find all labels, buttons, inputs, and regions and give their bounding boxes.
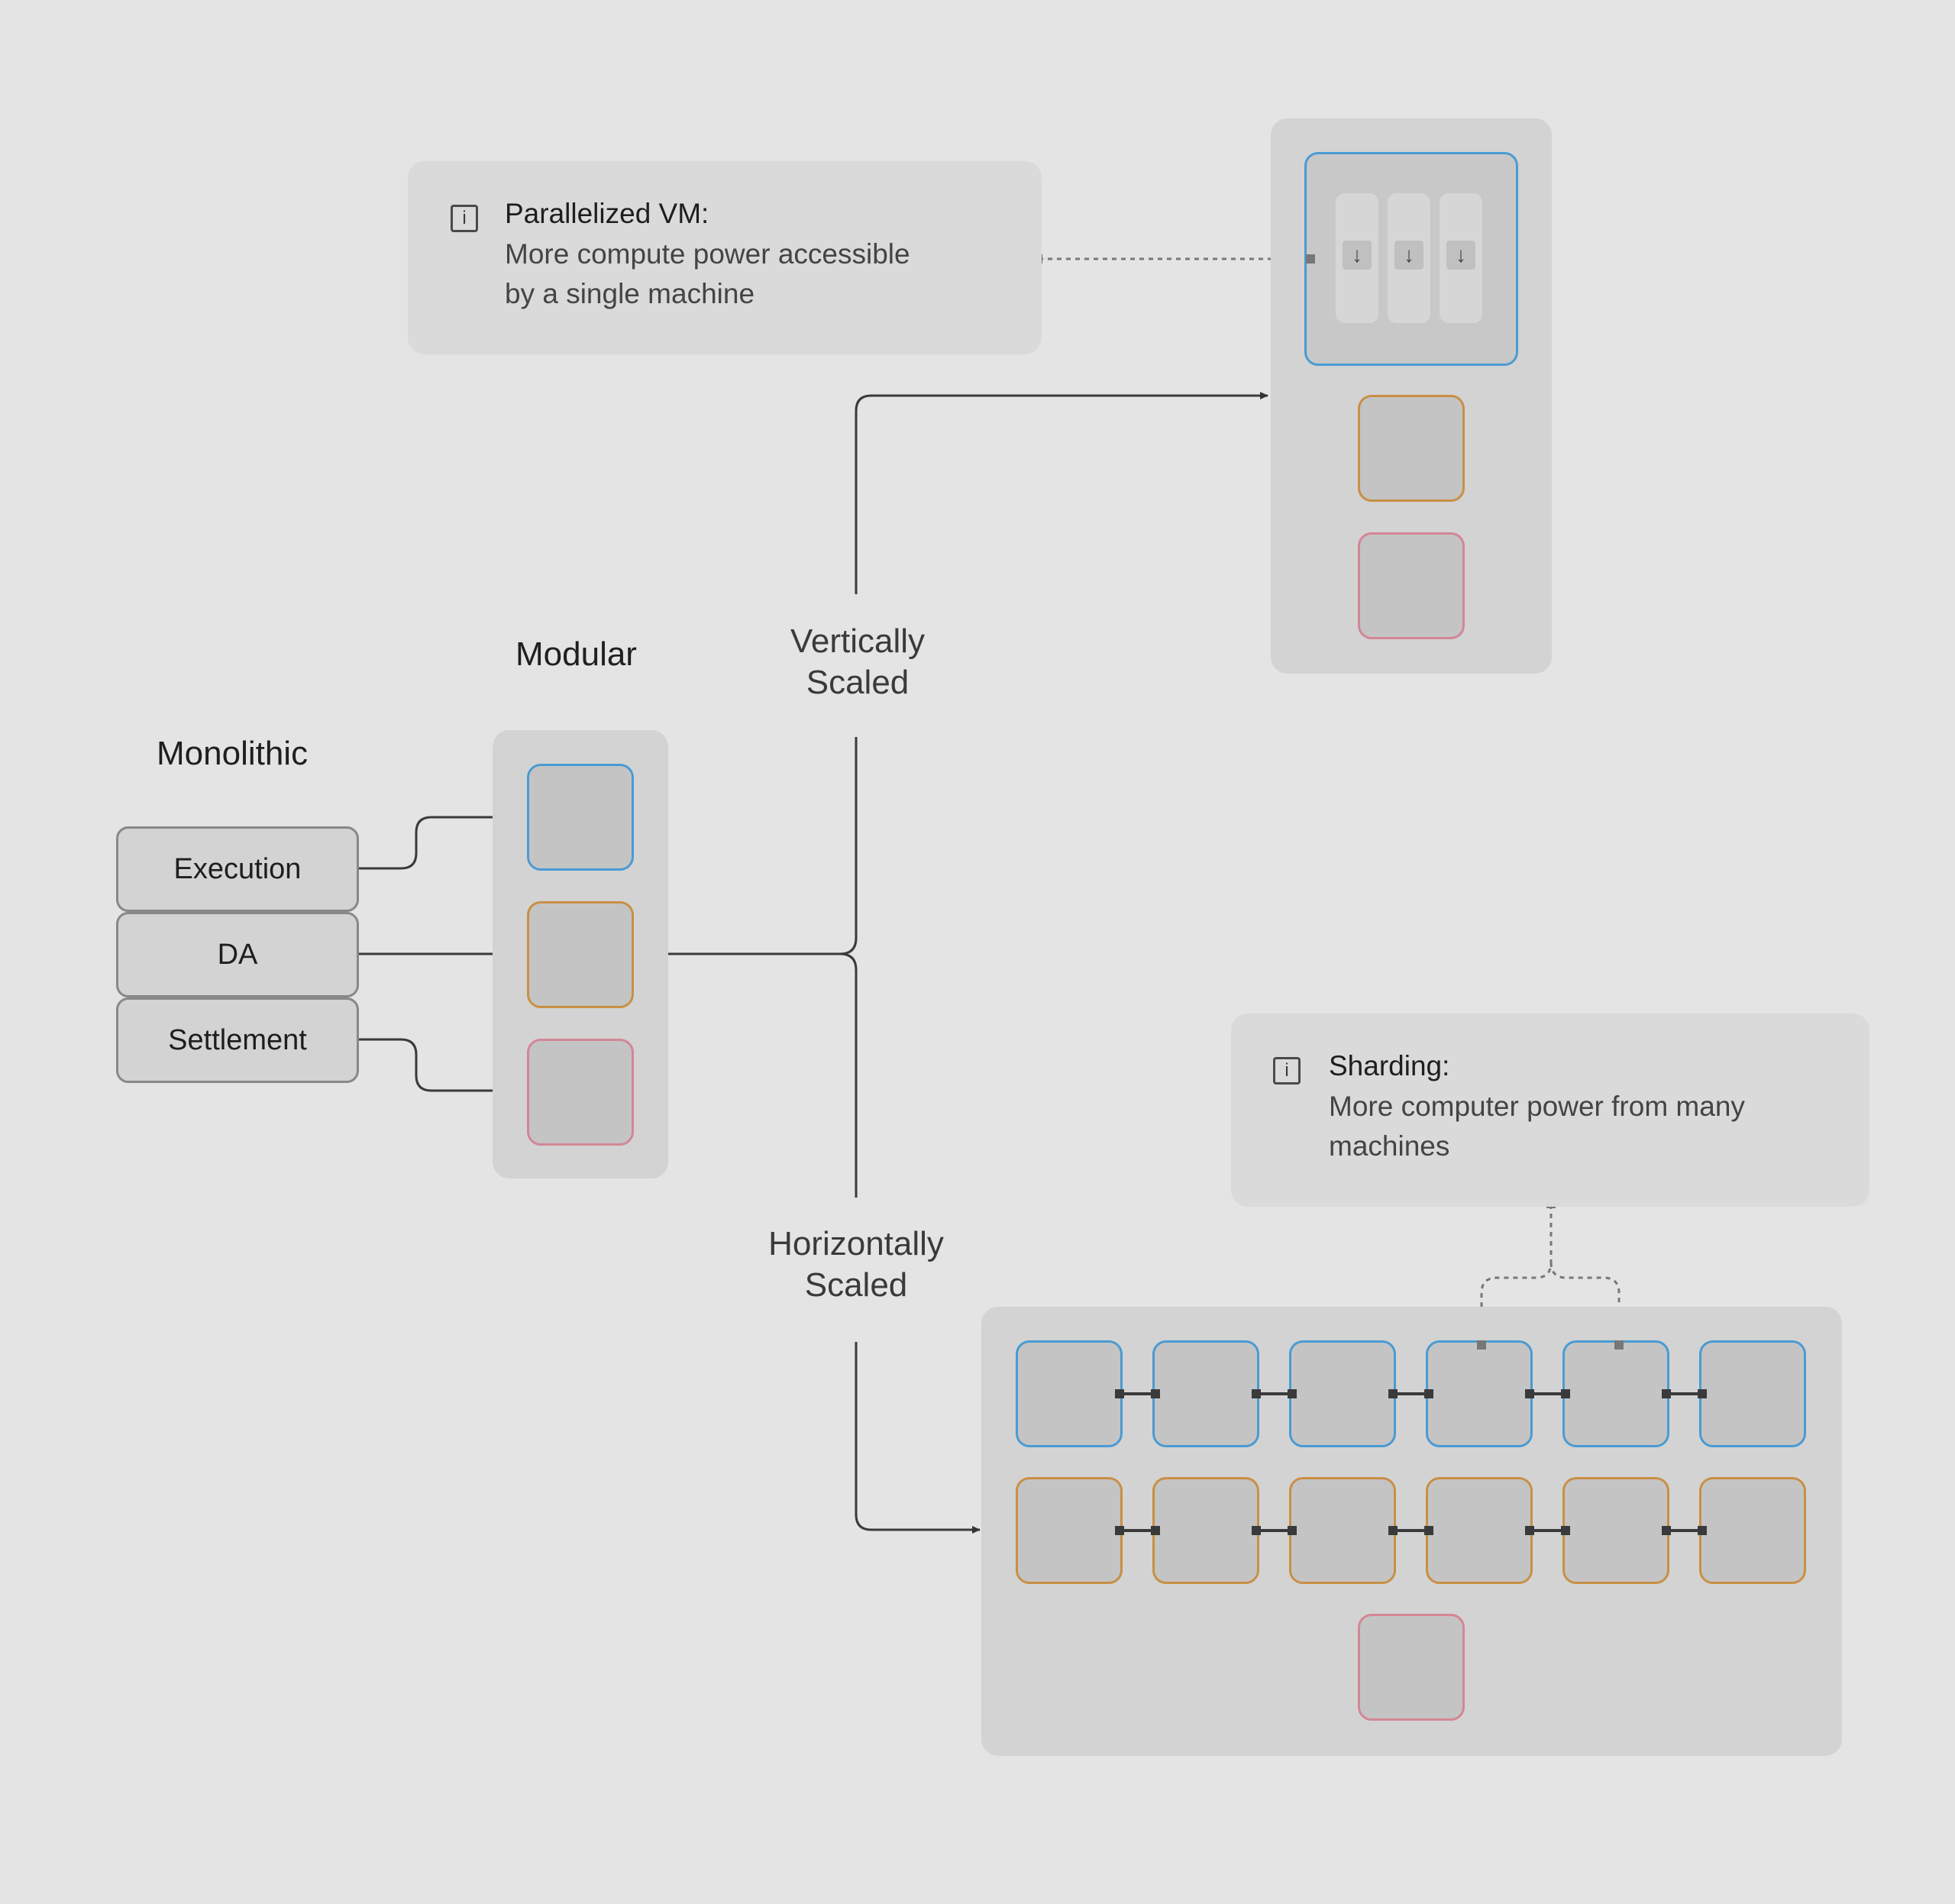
settlement-layer[interactable]: Settlement	[116, 997, 359, 1083]
parallelized-vm-body-line1: More compute power accessible	[505, 238, 910, 270]
shard-da-box[interactable]	[1426, 1477, 1533, 1584]
parallel-lane-3: ↓	[1440, 193, 1482, 323]
settlement-label: Settlement	[168, 1023, 307, 1056]
horizontal-scaled-panel	[981, 1307, 1842, 1756]
da-label: DA	[217, 938, 258, 971]
parallel-execution-box[interactable]: ↓ ↓ ↓	[1304, 152, 1518, 366]
shard-execution-box[interactable]	[1426, 1340, 1533, 1447]
sharding-note: i Sharding: More computer power from man…	[1231, 1013, 1869, 1207]
sharding-body: More computer power from many machines	[1329, 1087, 1745, 1166]
sharding-body-line2: machines	[1329, 1130, 1450, 1162]
shard-da-box[interactable]	[1152, 1477, 1259, 1584]
arrow-down-icon: ↓	[1394, 241, 1423, 270]
parallelized-vm-note: i Parallelized VM: More compute power ac…	[408, 161, 1042, 354]
sharding-title: Sharding:	[1329, 1050, 1450, 1081]
modular-execution-box[interactable]	[527, 764, 634, 871]
monolithic-title: Monolithic	[157, 735, 309, 772]
horizontally-scaled-label: Horizontally Scaled	[734, 1224, 978, 1306]
shard-execution-box[interactable]	[1016, 1340, 1123, 1447]
shard-execution-box[interactable]	[1152, 1340, 1259, 1447]
parallel-lane-1: ↓	[1336, 193, 1378, 323]
shard-da-box[interactable]	[1699, 1477, 1806, 1584]
modular-da-box[interactable]	[527, 901, 634, 1008]
shard-execution-box[interactable]	[1562, 1340, 1669, 1447]
shard-da-box[interactable]	[1562, 1477, 1669, 1584]
arrow-down-icon: ↓	[1446, 241, 1475, 270]
info-icon: i	[1273, 1057, 1301, 1085]
shard-da-box[interactable]	[1016, 1477, 1123, 1584]
da-layer[interactable]: DA	[116, 912, 359, 997]
modular-panel	[493, 730, 668, 1178]
sharding-body-line1: More computer power from many	[1329, 1091, 1745, 1122]
vertically-scaled-line2: Scaled	[806, 664, 910, 701]
parallelized-vm-body-line2: by a single machine	[505, 278, 755, 309]
horizontally-scaled-line2: Scaled	[804, 1266, 908, 1304]
execution-label: Execution	[173, 852, 302, 885]
vertical-da-box[interactable]	[1358, 395, 1465, 502]
horizontally-scaled-line1: Horizontally	[768, 1225, 944, 1262]
modular-title: Modular	[515, 635, 637, 673]
vertically-scaled-line1: Vertically	[790, 622, 926, 660]
shard-settlement-box[interactable]	[1358, 1614, 1465, 1721]
modular-settlement-box[interactable]	[527, 1039, 634, 1146]
vertical-settlement-box[interactable]	[1358, 532, 1465, 639]
shard-execution-box[interactable]	[1289, 1340, 1396, 1447]
vertically-scaled-label: Vertically Scaled	[735, 621, 980, 703]
parallelized-vm-body: More compute power accessible by a singl…	[505, 234, 910, 314]
info-icon: i	[451, 205, 478, 232]
parallelized-vm-title: Parallelized VM:	[505, 198, 709, 229]
shard-da-box[interactable]	[1289, 1477, 1396, 1584]
vertical-scaled-panel: ↓ ↓ ↓	[1271, 118, 1552, 674]
arrow-down-icon: ↓	[1343, 241, 1372, 270]
shard-execution-box[interactable]	[1699, 1340, 1806, 1447]
execution-layer[interactable]: Execution	[116, 826, 359, 912]
parallel-lane-2: ↓	[1388, 193, 1430, 323]
